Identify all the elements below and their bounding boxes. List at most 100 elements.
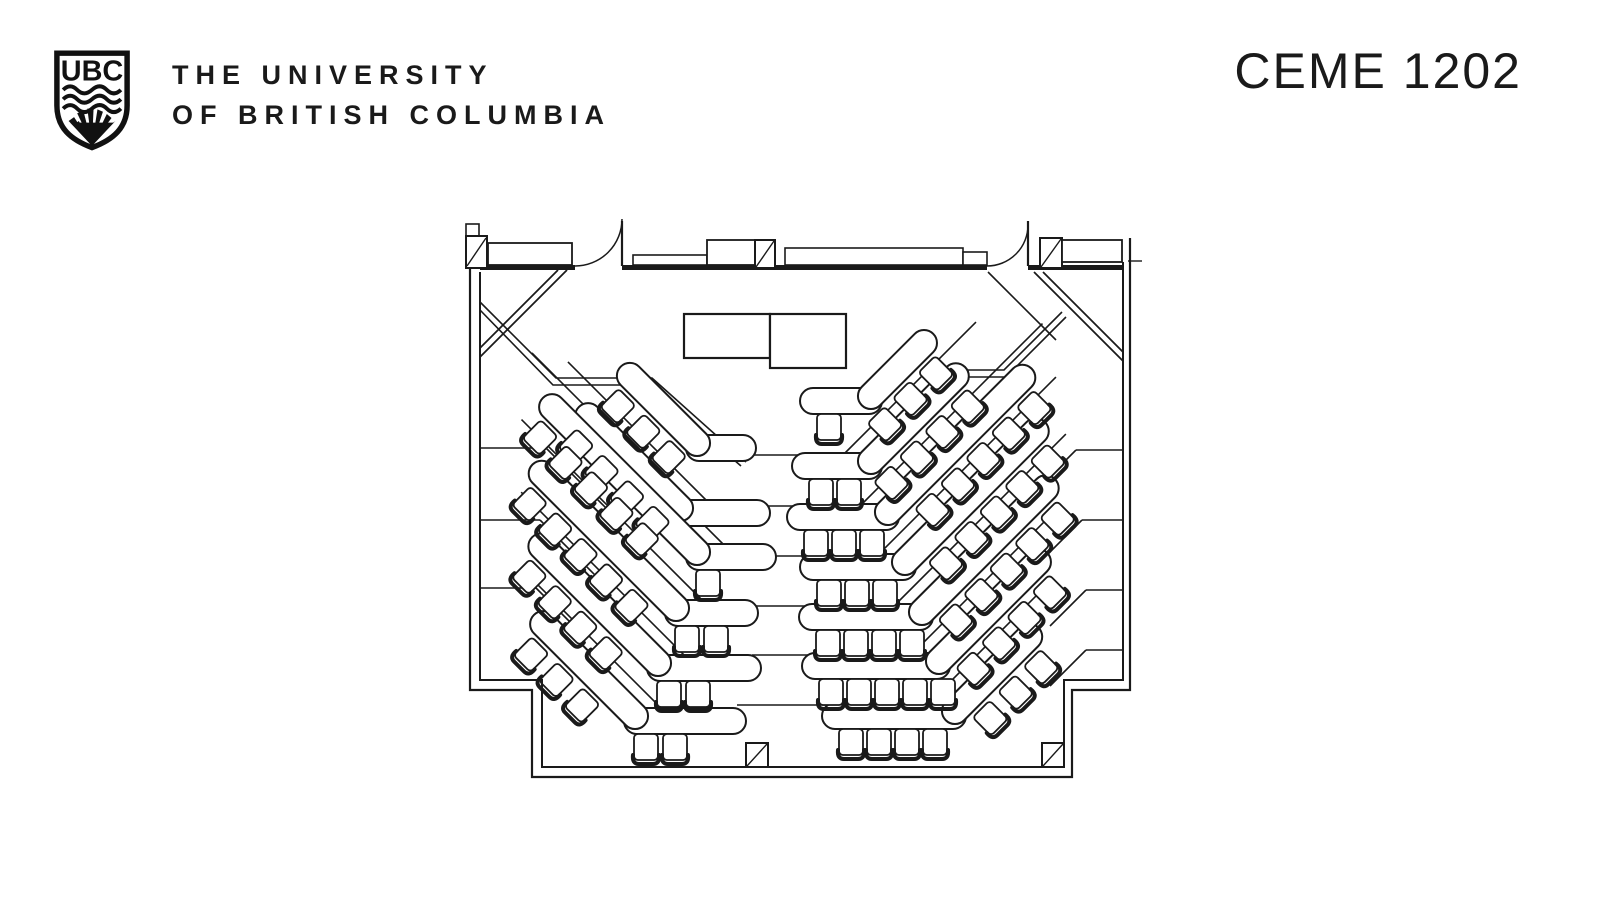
chair-part bbox=[600, 389, 635, 424]
chair-part bbox=[548, 446, 583, 480]
chair-part bbox=[662, 733, 688, 761]
chair-part bbox=[835, 748, 867, 761]
chair-part bbox=[831, 529, 857, 557]
chair-part bbox=[589, 563, 623, 598]
chair bbox=[508, 559, 547, 598]
chair bbox=[596, 389, 635, 428]
chair bbox=[938, 603, 977, 642]
chair-part bbox=[885, 477, 913, 504]
chair bbox=[891, 728, 923, 761]
desk-group bbox=[615, 361, 712, 458]
chair-part bbox=[585, 574, 612, 602]
chair-part bbox=[1024, 650, 1059, 685]
chair-part bbox=[950, 614, 977, 642]
chair bbox=[840, 629, 872, 662]
chair-part bbox=[599, 496, 634, 531]
whiteboard-ledge bbox=[962, 251, 988, 266]
chair-part bbox=[844, 579, 870, 607]
chair-part bbox=[891, 748, 923, 761]
chair-part bbox=[596, 400, 624, 428]
chair bbox=[856, 529, 888, 562]
chair-part bbox=[559, 622, 586, 649]
chair-part bbox=[927, 698, 959, 711]
chair bbox=[964, 578, 1003, 617]
podium-table bbox=[768, 312, 848, 370]
chair-part bbox=[1005, 470, 1040, 505]
chair-part bbox=[863, 748, 895, 761]
chair bbox=[559, 538, 598, 577]
chair-part bbox=[930, 678, 956, 706]
chair-part bbox=[905, 393, 932, 420]
chair bbox=[1005, 470, 1044, 509]
column-hatch bbox=[746, 743, 768, 767]
chair-part bbox=[843, 698, 875, 711]
chair bbox=[843, 678, 875, 711]
chair-part bbox=[936, 426, 964, 454]
chair-part bbox=[1003, 428, 1030, 455]
chair bbox=[893, 381, 932, 420]
chair bbox=[813, 579, 845, 612]
desk bbox=[615, 361, 712, 458]
chair-part bbox=[1028, 402, 1056, 430]
chair bbox=[653, 680, 685, 713]
university-name-line1: THE UNIVERSITY bbox=[172, 60, 494, 90]
ubc-shield-icon: UBC bbox=[54, 50, 130, 151]
university-name: THE UNIVERSITY OF BRITISH COLUMBIA bbox=[172, 55, 611, 135]
counter bbox=[1061, 239, 1123, 263]
chair bbox=[863, 728, 895, 761]
chamfer-rail bbox=[987, 271, 1057, 341]
chair-part bbox=[965, 532, 993, 559]
chair bbox=[535, 663, 574, 701]
chair bbox=[1024, 650, 1063, 689]
whiteboard-ledge bbox=[784, 247, 964, 266]
chair-part bbox=[559, 549, 587, 577]
chair bbox=[919, 728, 951, 761]
chair-part bbox=[975, 589, 1003, 617]
chair-part bbox=[954, 521, 989, 555]
chair-part bbox=[510, 648, 537, 676]
chair-part bbox=[950, 389, 985, 424]
chair-part bbox=[1030, 444, 1065, 479]
chair bbox=[896, 629, 928, 662]
chair-part bbox=[574, 471, 608, 506]
chair bbox=[620, 522, 659, 561]
chair-part bbox=[893, 381, 928, 416]
chair bbox=[647, 440, 686, 479]
chair bbox=[805, 478, 837, 511]
chair-part bbox=[538, 512, 573, 547]
chair-part bbox=[1016, 481, 1044, 509]
chair-part bbox=[952, 478, 979, 506]
wall-top bbox=[622, 265, 987, 270]
chair bbox=[1040, 501, 1079, 540]
chair-part bbox=[685, 680, 711, 708]
chair-part bbox=[899, 629, 925, 657]
chair bbox=[841, 579, 873, 612]
chair-part bbox=[533, 596, 561, 624]
chair bbox=[561, 688, 599, 727]
chair-part bbox=[902, 678, 928, 706]
chair-part bbox=[647, 451, 675, 479]
chair bbox=[998, 675, 1037, 714]
chair-part bbox=[911, 451, 938, 479]
chair-part bbox=[682, 700, 714, 713]
column-hatch bbox=[466, 237, 487, 267]
chair-part bbox=[879, 418, 907, 446]
chair bbox=[899, 678, 931, 711]
room-label: CEME 1202 bbox=[1234, 43, 1522, 99]
chair-part bbox=[695, 569, 721, 597]
chair-part bbox=[595, 508, 622, 535]
column-hatch bbox=[755, 240, 775, 268]
chair bbox=[692, 569, 724, 602]
chair-part bbox=[968, 663, 995, 690]
chair bbox=[956, 651, 995, 690]
chair bbox=[595, 496, 634, 535]
chair-part bbox=[866, 728, 892, 756]
chair-part bbox=[626, 414, 661, 449]
chair-part bbox=[614, 589, 649, 623]
chair-part bbox=[563, 538, 598, 572]
chair bbox=[800, 529, 832, 562]
chair bbox=[927, 678, 959, 711]
chair-part bbox=[1017, 391, 1052, 426]
chair-part bbox=[544, 457, 572, 484]
chair-part bbox=[703, 625, 729, 653]
